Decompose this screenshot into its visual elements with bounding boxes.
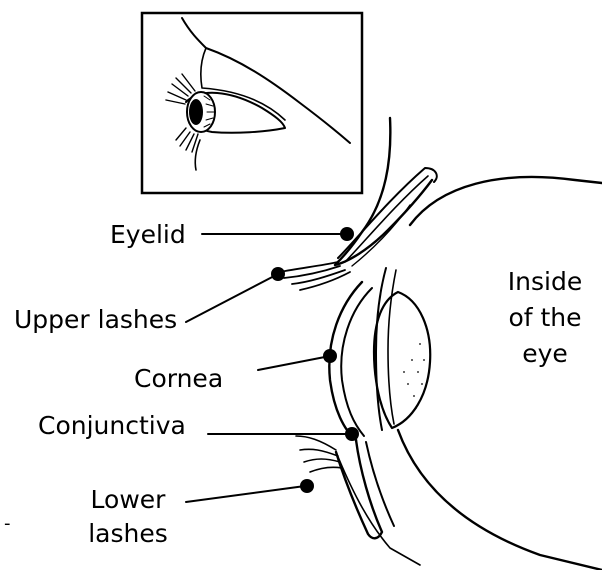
label-lower-lashes-line1: Lower	[82, 484, 174, 516]
cornea-dot	[323, 349, 337, 363]
lower-lashes	[296, 436, 342, 472]
upper-lashes-dot	[271, 267, 285, 281]
label-upper-lashes: Upper lashes	[14, 304, 177, 336]
stray-mark: -	[4, 508, 11, 540]
label-eyelid: Eyelid	[110, 219, 186, 251]
upper-lashes-leader	[186, 274, 278, 322]
cornea-leader	[258, 356, 330, 370]
inset-pupil	[189, 99, 203, 125]
label-conjunctiva: Conjunctiva	[38, 410, 186, 442]
lens	[374, 292, 430, 428]
lower-lashes-dot	[300, 479, 314, 493]
inset-side-view	[142, 13, 362, 193]
conjunctiva-dot	[345, 427, 359, 441]
label-inside-line3: eye	[496, 338, 594, 370]
label-inside-line2: of the	[496, 302, 594, 334]
lower-eyelid	[336, 440, 382, 538]
label-lower-lashes-line2: lashes	[82, 518, 174, 550]
label-inside-line1: Inside	[496, 266, 594, 298]
upper-lashes	[280, 262, 350, 290]
lower-lashes-leader	[186, 486, 305, 502]
label-cornea: Cornea	[134, 363, 223, 395]
eyelid-dot	[340, 227, 354, 241]
eyeball-outline	[410, 177, 602, 225]
